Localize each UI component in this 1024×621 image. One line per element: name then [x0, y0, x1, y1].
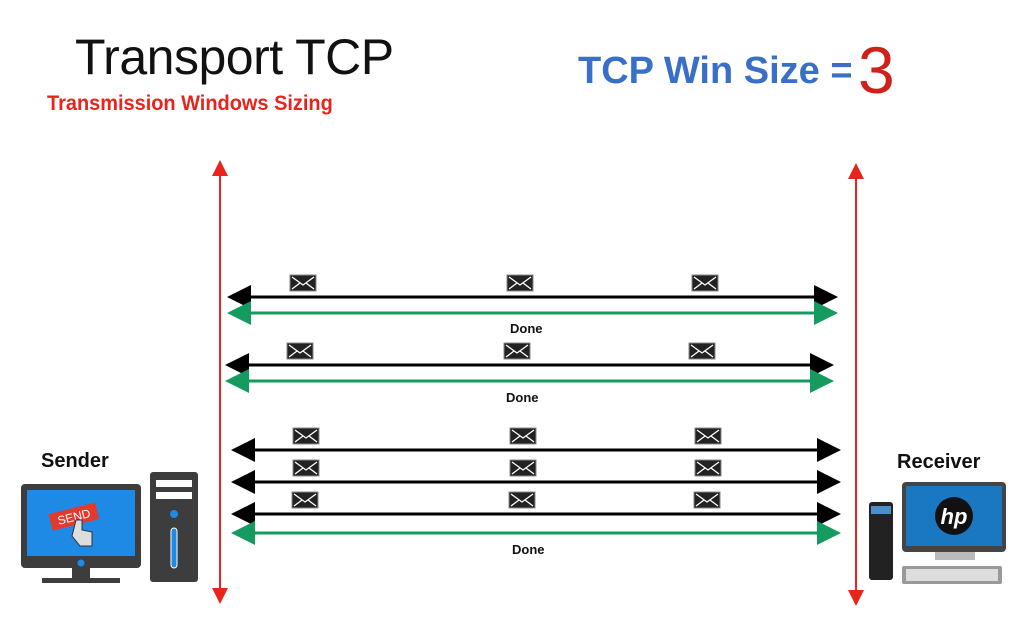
envelope-icon [688, 342, 716, 360]
hp-logo-text: hp [941, 504, 968, 529]
envelope-icon [506, 274, 534, 292]
page-subtitle: Transmission Windows Sizing [47, 92, 333, 115]
win-size-label: TCP Win Size = [578, 50, 853, 92]
win-size-value: 3 [858, 33, 895, 107]
envelope-icon [508, 491, 536, 509]
envelope-icon [503, 342, 531, 360]
receiver-label: Receiver [897, 451, 981, 473]
sender-label: Sender [41, 450, 109, 472]
envelope-icon [694, 427, 722, 445]
sender-computer-icon: SEND [21, 472, 198, 583]
done-label-3: Done [512, 542, 545, 557]
envelope-icon [289, 274, 317, 292]
envelope-icon [693, 491, 721, 509]
envelope-icon [292, 427, 320, 445]
envelope-icon [291, 491, 319, 509]
envelope-icon [292, 459, 320, 477]
done-label-2: Done [506, 390, 539, 405]
envelope-icon [694, 459, 722, 477]
envelope-icon [691, 274, 719, 292]
envelope-icon [509, 427, 537, 445]
page-title: Transport TCP [75, 29, 394, 85]
receiver-computer-icon: hp [869, 482, 1006, 584]
envelope-icon [509, 459, 537, 477]
envelope-icon [286, 342, 314, 360]
